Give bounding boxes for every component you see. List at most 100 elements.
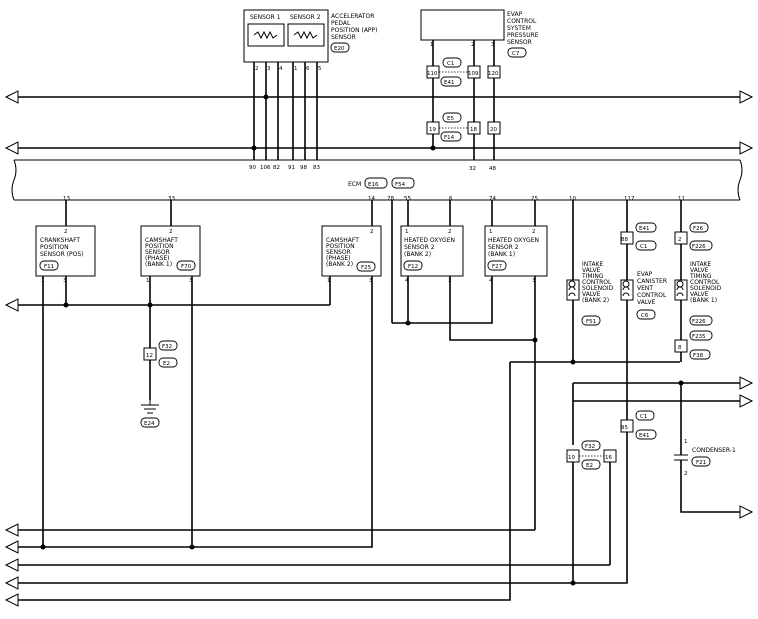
- app-sensor: SENSOR 1 SENSOR 2 ACCELERATOR PEDAL POSI…: [243, 9, 378, 171]
- svg-text:1: 1: [146, 278, 150, 284]
- svg-text:3: 3: [369, 278, 373, 284]
- svg-text:(BANK 1): (BANK 1): [145, 261, 172, 268]
- svg-text:3: 3: [491, 42, 495, 48]
- svg-text:POSITION: POSITION: [326, 243, 355, 250]
- app-sensor1-label: SENSOR 1: [250, 14, 281, 21]
- svg-text:SENSOR: SENSOR: [507, 39, 532, 46]
- svg-text:(BANK 2): (BANK 2): [326, 261, 353, 268]
- svg-text:74: 74: [489, 196, 496, 202]
- svg-text:HEATED OXYGEN: HEATED OXYGEN: [488, 237, 539, 244]
- svg-text:2: 2: [169, 229, 173, 235]
- svg-text:C1: C1: [640, 414, 647, 420]
- svg-text:4: 4: [405, 278, 409, 284]
- ivt2-connector: F51: [586, 319, 596, 325]
- svg-text:SOLENOID: SOLENOID: [582, 285, 614, 292]
- svg-text:TIMING: TIMING: [689, 273, 712, 280]
- svg-text:19: 19: [429, 127, 436, 133]
- svg-text:3: 3: [63, 278, 67, 284]
- svg-text:1: 1: [327, 278, 331, 284]
- svg-text:SOLENOID: SOLENOID: [690, 285, 722, 292]
- svg-text:E41: E41: [639, 226, 649, 232]
- cmp-ground-wire: [4, 298, 330, 312]
- app-sensor2-label: SENSOR 2: [290, 14, 321, 21]
- svg-text:C1: C1: [640, 244, 647, 250]
- evap-pressure-sensor: EVAP CONTROL SYSTEM PRESSURE SENSOR C7 1…: [420, 9, 539, 172]
- svg-text:2: 2: [678, 237, 682, 243]
- condenser-label: CONDENSER-1: [692, 447, 736, 454]
- ecm-connector-1-label: E16: [368, 182, 379, 188]
- svg-text:3: 3: [189, 278, 193, 284]
- svg-text:16: 16: [605, 455, 612, 461]
- svg-text:VALVE: VALVE: [582, 291, 601, 298]
- svg-text:1: 1: [294, 66, 298, 72]
- svg-text:EVAP: EVAP: [637, 271, 653, 278]
- ckp-connector: F11: [44, 264, 54, 270]
- svg-text:C1: C1: [447, 61, 454, 67]
- svg-text:2: 2: [684, 471, 688, 477]
- crankshaft-position-sensor: 2 CRANKSHAFT POSITION SENSOR (POS) F11 1…: [35, 200, 96, 550]
- app-name-line3: POSITION (APP): [331, 27, 378, 34]
- svg-text:2: 2: [471, 42, 475, 48]
- svg-text:INTAKE: INTAKE: [582, 261, 603, 268]
- svg-text:14: 14: [368, 196, 375, 202]
- svg-text:SENSOR 2: SENSOR 2: [488, 244, 519, 251]
- svg-text:3: 3: [532, 278, 536, 284]
- svg-text:1: 1: [430, 42, 434, 48]
- svg-text:(PHASE): (PHASE): [145, 255, 170, 262]
- svg-text:VALVE: VALVE: [690, 267, 709, 274]
- svg-text:120: 120: [488, 71, 499, 77]
- cmp1-connector: F70: [181, 264, 192, 270]
- svg-text:1: 1: [684, 439, 688, 445]
- svg-text:6: 6: [449, 196, 453, 202]
- svg-text:F32: F32: [162, 344, 172, 350]
- app-connector: E20: [334, 46, 345, 52]
- ecm-connector-2: [391, 177, 415, 189]
- svg-text:F26: F26: [693, 226, 704, 232]
- svg-text:10: 10: [568, 455, 575, 461]
- svg-text:(BANK 2): (BANK 2): [582, 297, 609, 304]
- svg-text:SENSOR: SENSOR: [326, 249, 351, 256]
- svg-text:98: 98: [300, 165, 307, 171]
- ho2-bank1-connector: F27: [492, 264, 503, 270]
- trunk-wires: [4, 90, 754, 155]
- svg-text:2: 2: [532, 229, 536, 235]
- svg-text:10: 10: [569, 196, 576, 202]
- svg-text:91: 91: [288, 165, 295, 171]
- svg-text:E5: E5: [447, 116, 454, 122]
- svg-text:(BANK 1): (BANK 1): [690, 297, 717, 304]
- svg-text:F226: F226: [692, 244, 706, 250]
- svg-text:E2: E2: [163, 361, 170, 367]
- svg-text:20: 20: [490, 127, 497, 133]
- svg-text:TIMING: TIMING: [581, 273, 604, 280]
- svg-text:48: 48: [489, 166, 496, 172]
- svg-text:82: 82: [273, 165, 280, 171]
- svg-text:VALVE: VALVE: [582, 267, 601, 274]
- svg-text:F235: F235: [692, 334, 706, 340]
- svg-text:PRESSURE: PRESSURE: [507, 32, 539, 39]
- svg-text:5: 5: [318, 66, 322, 72]
- svg-text:F38: F38: [693, 353, 704, 359]
- svg-text:1: 1: [489, 229, 493, 235]
- svg-text:2: 2: [370, 229, 374, 235]
- svg-text:3: 3: [267, 66, 271, 72]
- svg-text:8: 8: [678, 345, 682, 351]
- svg-text:(BANK 1): (BANK 1): [488, 251, 515, 258]
- camshaft-sensor-bank2: 2 CAMSHAFT POSITION SENSOR (PHASE) (BANK…: [4, 200, 382, 554]
- svg-text:F32: F32: [585, 444, 595, 450]
- svg-text:1: 1: [405, 229, 409, 235]
- svg-text:(PHASE): (PHASE): [326, 255, 351, 262]
- svg-text:106: 106: [260, 165, 271, 171]
- app-name-line4: SENSOR: [331, 34, 356, 41]
- svg-text:INTAKE: INTAKE: [690, 261, 711, 268]
- svg-text:CONTROL: CONTROL: [690, 279, 720, 286]
- camshaft-sensor-bank1: 2 CAMSHAFT POSITION SENSOR (PHASE) (BANK…: [140, 200, 201, 550]
- svg-text:EVAP: EVAP: [507, 11, 523, 18]
- ivt-solenoid-bank2: INTAKE VALVE TIMING CONTROL SOLENOID VAL…: [4, 200, 680, 607]
- svg-text:2: 2: [64, 229, 68, 235]
- ecm-connector-1: [364, 177, 388, 189]
- svg-text:12: 12: [146, 353, 153, 359]
- evap-vent-valve: 88 E41 C1 EVAP CANISTER VENT CONTROL VAL…: [4, 200, 667, 590]
- ecm-connector-2-label: F54: [395, 182, 406, 188]
- svg-text:(BANK 2): (BANK 2): [404, 251, 431, 258]
